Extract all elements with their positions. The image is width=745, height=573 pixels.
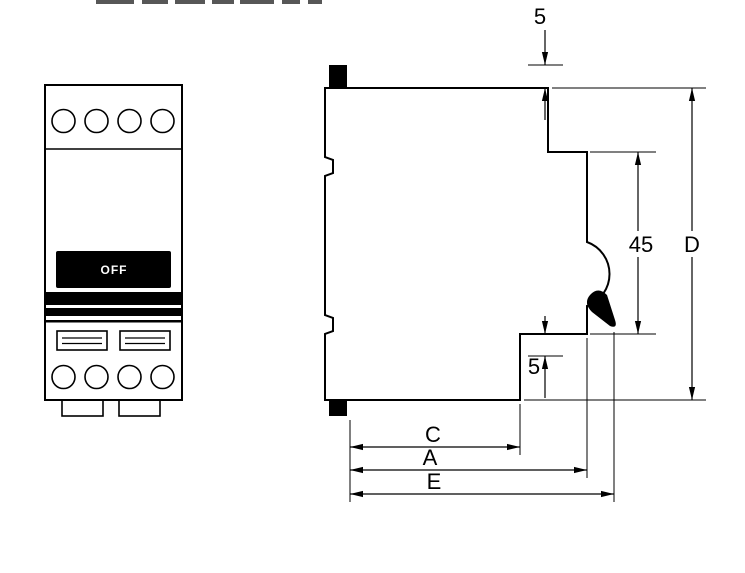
dim-depth-a: A	[350, 445, 587, 474]
dim-label-overall-height: D	[684, 232, 700, 257]
din-clip-top	[329, 65, 347, 88]
dim-label-top-offset: 5	[534, 4, 546, 29]
toggle-switch	[56, 251, 171, 288]
dimensions: 5 45 D 5	[349, 4, 706, 502]
bottom-terminal-screws	[51, 364, 175, 390]
dim-top-offset: 5	[528, 4, 563, 120]
dim-label-depth-a: A	[423, 445, 438, 470]
side-body-outline	[324, 87, 611, 401]
dim-overall-height: D	[524, 87, 706, 401]
top-terminal-screws	[51, 108, 175, 134]
dim-depth-c: C	[350, 422, 520, 451]
toggle-label: OFF	[101, 263, 128, 277]
front-view: OFF	[44, 84, 183, 417]
label-windows	[56, 330, 171, 351]
toggle-lever	[586, 290, 616, 327]
crop-artifact	[96, 0, 322, 4]
dim-recess-height: 45	[590, 151, 656, 335]
front-stripe-bands	[45, 292, 182, 323]
din-clip-bottom	[329, 400, 347, 416]
front-body-outline	[44, 84, 183, 401]
dim-label-bottom-offset: 5	[528, 354, 540, 379]
dim-depth-e: E	[350, 469, 614, 498]
dim-bottom-offset: 5	[528, 316, 563, 398]
dim-label-depth-c: C	[425, 422, 441, 447]
side-view	[324, 65, 616, 416]
dim-label-depth-e: E	[427, 469, 442, 494]
bottom-tabs	[61, 399, 161, 417]
dim-label-recess-height: 45	[629, 232, 653, 257]
